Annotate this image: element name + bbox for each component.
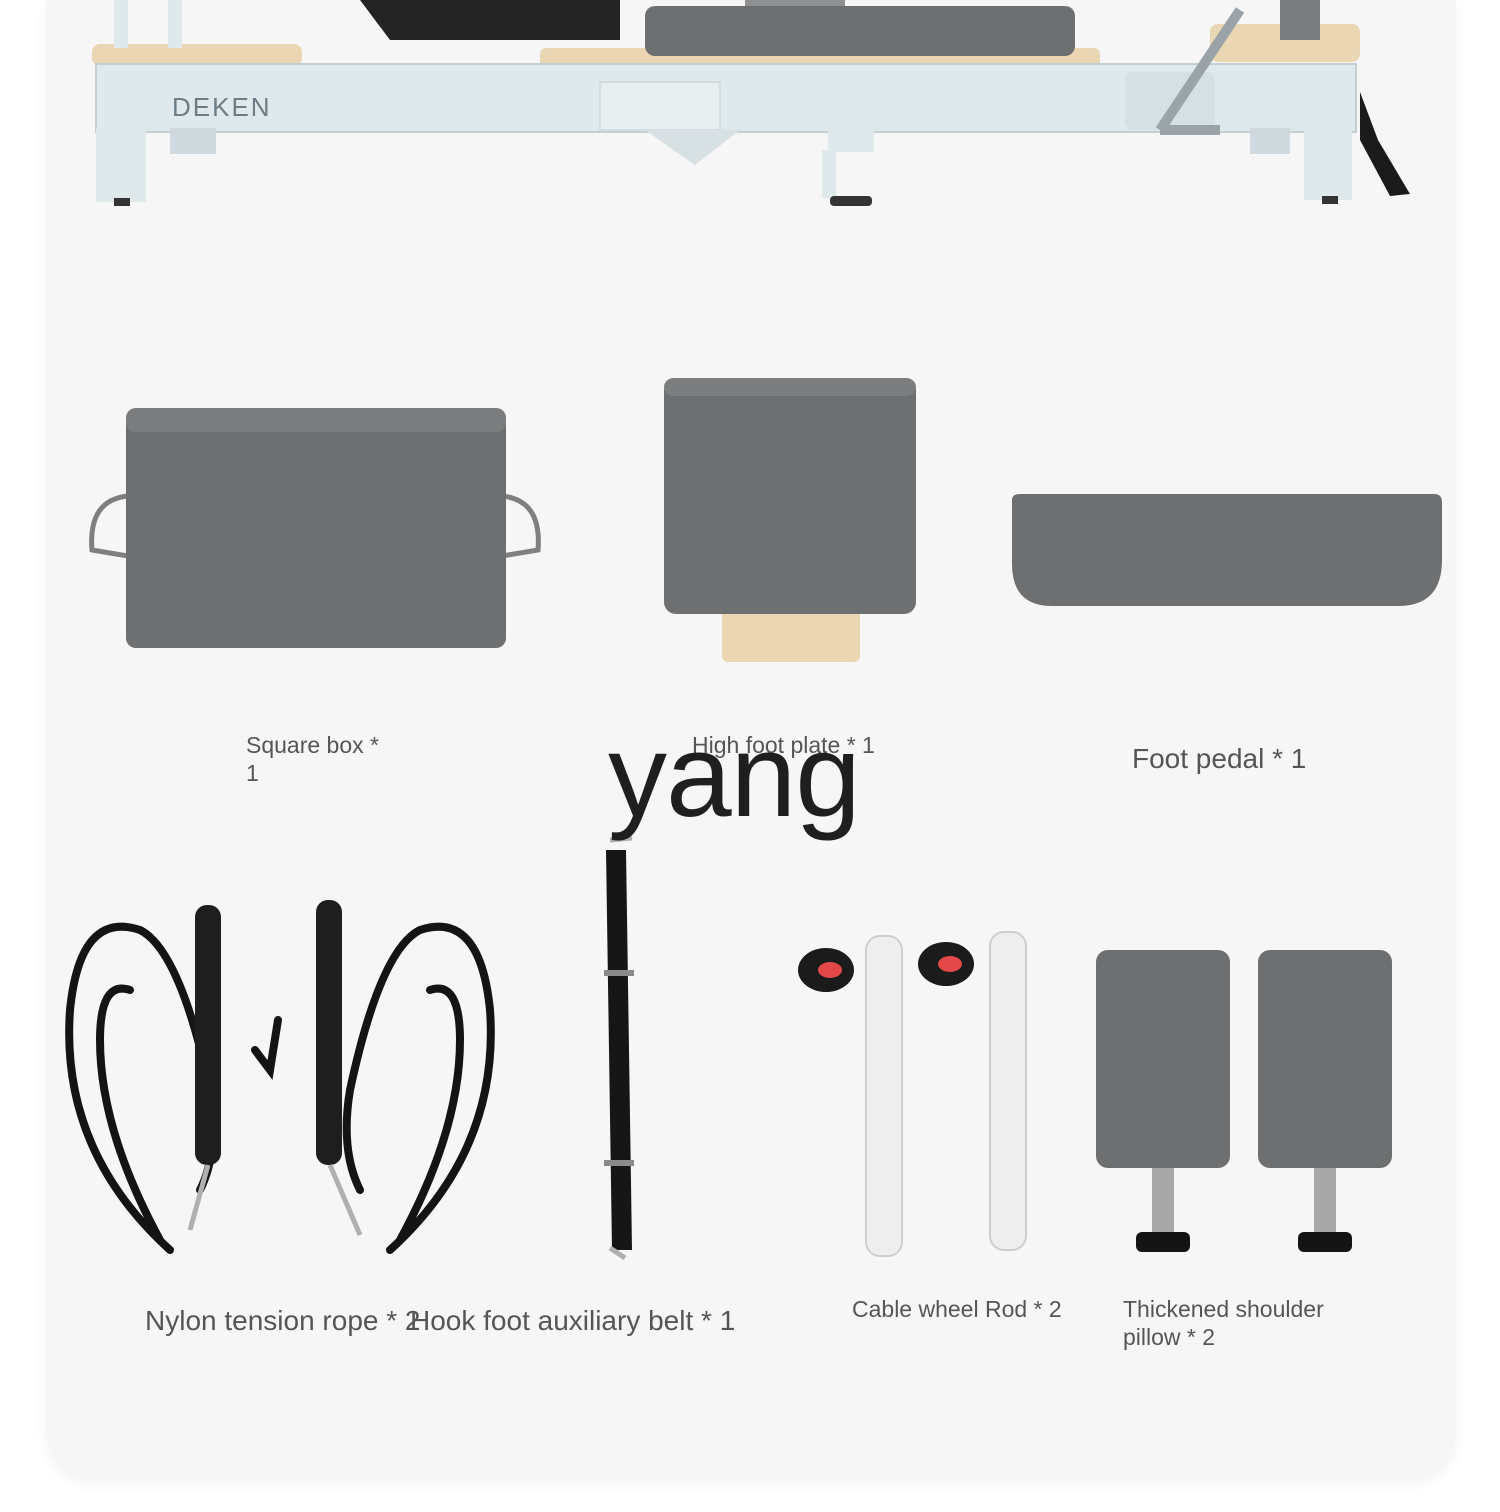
nylon-tension-rope-image	[65, 900, 495, 1254]
thickened-shoulder-pillow-label: Thickened shoulder pillow * 2	[1123, 1296, 1324, 1350]
foot-pedal-label: Foot pedal * 1	[1132, 743, 1307, 774]
square-box-image	[89, 408, 541, 648]
reformer-machine-image	[92, 0, 1410, 206]
high-foot-plate-label: High foot plate * 1	[692, 732, 875, 758]
cable-wheel-rod-image	[798, 931, 1027, 1257]
cable-wheel-rod-label: Cable wheel Rod * 2	[852, 1296, 1062, 1322]
hook-foot-auxiliary-belt-image	[604, 835, 634, 1261]
product-accessories-card	[46, 0, 1456, 1478]
foot-pedal-image	[1012, 494, 1442, 606]
hook-foot-auxiliary-belt-label: Hook foot auxiliary belt * 1	[410, 1305, 736, 1336]
nylon-tension-rope-label: Nylon tension rope * 2	[145, 1305, 421, 1336]
high-foot-plate-image	[664, 378, 916, 662]
square-box-label: Square box * 1	[246, 732, 379, 786]
watermark-text: yang	[608, 710, 861, 842]
thickened-shoulder-pillow-image	[1096, 950, 1392, 1252]
brand-logo: DEKEN	[172, 92, 272, 122]
